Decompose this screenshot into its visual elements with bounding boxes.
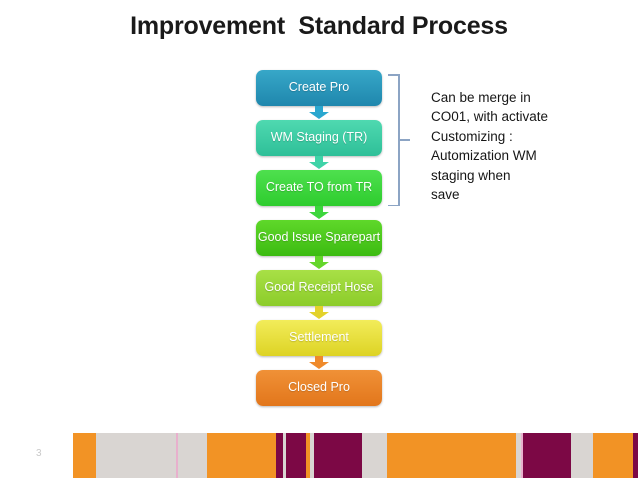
page-number: 3 xyxy=(36,448,42,459)
flow-box[interactable]: WM Staging (TR) xyxy=(256,120,382,156)
flow-box-label: Good Issue Sparepart xyxy=(257,230,381,245)
flow-box-label: Good Receipt Hose xyxy=(264,280,374,295)
arrow-head xyxy=(309,112,329,119)
arrow-stem xyxy=(315,306,323,312)
footer-stripe xyxy=(310,433,314,478)
arrow-stem xyxy=(315,156,323,162)
arrow-head xyxy=(309,162,329,169)
footer-stripe xyxy=(523,433,571,478)
arrow-stem xyxy=(315,106,323,112)
flow-box[interactable]: Create Pro xyxy=(256,70,382,106)
bracket-tick-mid xyxy=(398,139,410,141)
footer-stripe xyxy=(633,433,638,478)
flow-box[interactable]: Closed Pro xyxy=(256,370,382,406)
flow-arrow xyxy=(309,206,329,220)
arrow-head xyxy=(309,212,329,219)
footer-stripe xyxy=(283,433,286,478)
flow-box[interactable]: Good Issue Sparepart xyxy=(256,220,382,256)
page-title: Improvement Standard Process xyxy=(130,12,508,40)
footer-stripe xyxy=(521,433,523,478)
flow-arrow xyxy=(309,106,329,120)
footer-stripe xyxy=(593,433,633,478)
arrow-stem xyxy=(315,256,323,262)
bracket-tick-bottom xyxy=(388,204,399,206)
flow-box[interactable]: Settlement xyxy=(256,320,382,356)
footer-stripe xyxy=(176,433,178,478)
footer-stripe xyxy=(73,433,96,478)
annotation-note: Can be merge in CO01, with activate Cust… xyxy=(431,90,549,203)
footer-stripe xyxy=(276,433,283,478)
flow-box-label: Closed Pro xyxy=(288,380,350,395)
footer-stripe xyxy=(178,433,207,478)
footer-stripe xyxy=(96,433,176,478)
flow-box-label: Settlement xyxy=(289,330,349,345)
flow-box-label: Create Pro xyxy=(288,80,350,95)
flow-box[interactable]: Good Receipt Hose xyxy=(256,270,382,306)
footer-stripe xyxy=(306,433,310,478)
flow-arrow xyxy=(309,256,329,270)
footer-stripe xyxy=(362,433,387,478)
arrow-stem xyxy=(315,206,323,212)
footer-stripe xyxy=(207,433,276,478)
flow-arrow xyxy=(309,306,329,320)
annotation-bracket xyxy=(388,74,410,206)
flow-arrow xyxy=(309,156,329,170)
flow-box[interactable]: Create TO from TR xyxy=(256,170,382,206)
footer-stripe xyxy=(286,433,306,478)
footer-stripe xyxy=(571,433,593,478)
footer-stripe xyxy=(516,433,521,478)
flow-box-label: WM Staging (TR) xyxy=(270,130,368,145)
flow-box-label: Create TO from TR xyxy=(265,180,373,195)
footer-stripe xyxy=(314,433,362,478)
footer-color-bar xyxy=(0,433,638,478)
arrow-head xyxy=(309,362,329,369)
footer-stripe xyxy=(387,433,516,478)
bracket-tick-top xyxy=(388,74,399,76)
arrow-head xyxy=(309,262,329,269)
arrow-head xyxy=(309,312,329,319)
arrow-stem xyxy=(315,356,323,362)
flow-arrow xyxy=(309,356,329,370)
